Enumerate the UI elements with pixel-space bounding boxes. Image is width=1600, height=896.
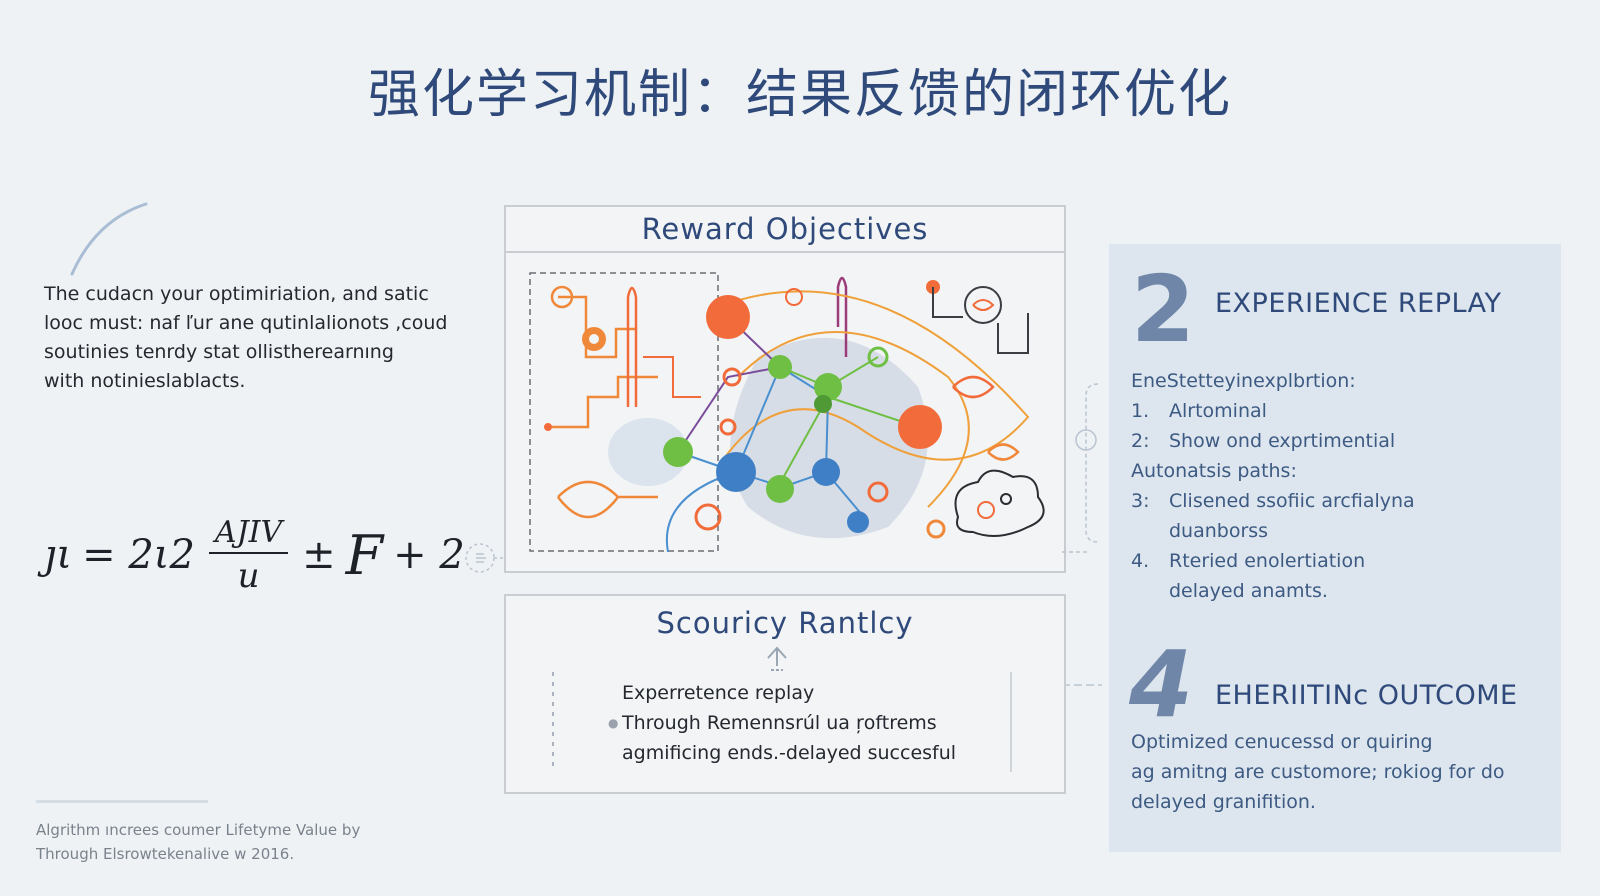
formula-function: F — [345, 523, 384, 587]
gear-icon — [582, 327, 606, 351]
outcome-line: Optimized cenucessd or quiring — [1131, 731, 1433, 753]
connector-right — [1062, 383, 1102, 686]
divider — [1010, 672, 1012, 772]
network-diagram-icon — [529, 272, 1045, 553]
list-subhead: Autonatsis paths: — [1131, 460, 1297, 482]
intro-line: looc must: naf ľur ane qutinlalionots ,c… — [44, 312, 448, 334]
section-number: 2 — [1131, 256, 1196, 363]
formula: ȷι = 2ι2 AJIV u ± F + 2 — [44, 500, 465, 610]
footer-divider — [36, 800, 208, 803]
formula-denominator: u — [237, 555, 260, 596]
reward-objectives-box: Reward Objectives — [504, 205, 1066, 573]
formula-op: ± — [302, 532, 336, 578]
formula-fraction: AJIV u — [208, 515, 289, 596]
list-text: Alrtominal — [1169, 400, 1267, 422]
footer-line: Algrithm ıncrees coumer Lifetyme Value b… — [36, 821, 361, 839]
section-heading: EHERIITINc OUTCOME — [1215, 680, 1518, 711]
formula-eq: = 2ι2 — [82, 532, 195, 578]
list-index: 2: — [1131, 430, 1150, 452]
formula-tail: + 2 — [393, 532, 465, 578]
list-item: 3: Clisened ssofiic arcfialyna — [1131, 486, 1551, 516]
footer-note: Algrithm ıncrees coumer Lifetyme Value b… — [36, 818, 360, 866]
body-line: Experretence replay — [622, 682, 815, 704]
formula-numerator: AJIV — [208, 515, 289, 554]
body-line: Through Remennsrúl ua ŗoftrems — [622, 712, 937, 734]
dashed-divider — [552, 672, 554, 772]
list-continuation: duanborss — [1169, 520, 1269, 542]
outcome-text: Optimized cenucessd or quiring ag amitng… — [1131, 727, 1551, 817]
cloud-icon — [954, 469, 1045, 537]
reward-objectives-title: Reward Objectives — [506, 207, 1064, 253]
decorative-arc — [70, 202, 148, 276]
experience-list: EneStetteyinexplbrtion: 1. Alrtominal 2:… — [1131, 366, 1551, 606]
list-item: 1. Alrtominal — [1131, 396, 1551, 426]
list-text: Clisened ssofiic arcfialyna — [1169, 490, 1415, 512]
outcome-line: delayed granifition. — [1131, 791, 1316, 813]
body-line: agmificing ends.-delayed succesful — [622, 742, 957, 764]
list-text: Show ond exprtimential — [1169, 430, 1396, 452]
footer-line: Through Elsrowtekenalive w 2016. — [36, 845, 295, 863]
intro-line: with notinieslablacts. — [44, 370, 246, 392]
list-item: 4. Rteried enolertiation — [1131, 546, 1551, 576]
security-box: Scouricy Rantlcy Experretence replay ● T… — [504, 594, 1066, 794]
list-intro: EneStetteyinexplbrtion: — [1131, 370, 1356, 392]
section-number: 4 — [1129, 631, 1194, 738]
list-index: 3: — [1131, 490, 1150, 512]
list-index: 4. — [1131, 550, 1150, 572]
bullet-icon: ● — [608, 716, 619, 730]
experience-panel: 2 EXPERIENCE REPLAY EneStetteyinexplbrti… — [1109, 244, 1561, 852]
list-continuation: delayed anamts. — [1169, 580, 1328, 602]
list-text: Rteried enolertiation — [1169, 550, 1366, 572]
connector-left — [465, 543, 506, 573]
formula-lhs: ȷι — [44, 532, 73, 578]
brain-icon — [932, 286, 1029, 354]
list-index: 1. — [1131, 400, 1150, 422]
intro-line: soutinies tenrdy stat ollistherearnıng — [44, 341, 394, 363]
security-box-title: Scouricy Rantlcy — [656, 606, 914, 640]
intro-paragraph: The cudacn your optimiriation, and satic… — [44, 280, 474, 396]
outcome-line: ag amitng are customore; rokiog for do — [1131, 761, 1505, 783]
page-title: 强化学习机制：结果反馈的闭环优化 — [367, 65, 1232, 125]
arrow-up-icon — [767, 646, 787, 671]
intro-line: The cudacn your optimiriation, and satic — [44, 283, 429, 305]
security-box-body: Experretence replay ● Through Remennsrúl… — [608, 678, 957, 768]
list-item: 2: Show ond exprtimential — [1131, 426, 1551, 456]
section-heading: EXPERIENCE REPLAY — [1215, 288, 1502, 319]
